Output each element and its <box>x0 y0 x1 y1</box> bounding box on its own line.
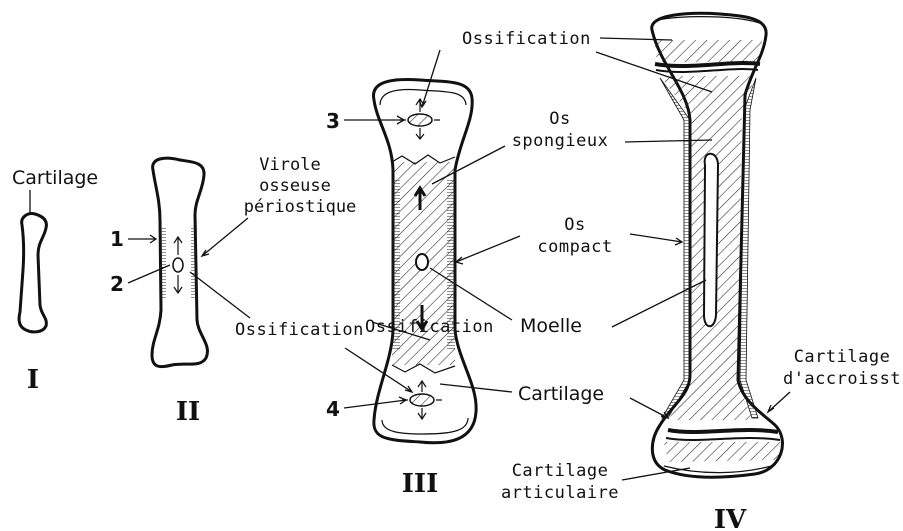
label-virole-line3: périostique <box>244 197 357 217</box>
epiphysis-top-hatching <box>654 40 762 62</box>
bone-stage-4 <box>652 13 783 477</box>
label-ossification-stage2: Ossification <box>235 320 364 340</box>
ossification-center-stage2 <box>173 258 183 272</box>
leader-os-compact-stage3 <box>456 236 520 264</box>
bone-stage-2 <box>152 158 207 367</box>
label-virole-line1: Virole <box>259 155 320 175</box>
periosteal-ring-right <box>191 228 197 298</box>
label-cartilage-accroiss-line1: Cartilage <box>794 347 891 367</box>
marrow-cavity-stage4 <box>704 154 718 327</box>
marrow-stage3 <box>416 254 428 270</box>
stage-label-3: III <box>402 469 439 499</box>
epiphysis-ossification-center-bottom <box>410 394 434 406</box>
label-cartilage-accroiss-line2: d'accroisst <box>783 369 901 389</box>
number-1: 1 <box>110 227 124 251</box>
number-4: 4 <box>326 397 340 421</box>
bone-stage-1 <box>19 214 46 332</box>
leader-cartilage-stage4 <box>630 398 668 418</box>
label-ossification-top: Ossification <box>462 29 591 49</box>
bone-stage-3 <box>373 80 476 443</box>
compact-cortex-left-stage4 <box>660 78 690 418</box>
label-cartilage-articulaire-line1: Cartilage <box>512 461 609 481</box>
epiphysis-bottom-hatching <box>664 442 782 462</box>
label-os-spongieux-line2: spongieux <box>512 131 609 151</box>
arrow-1 <box>128 235 156 243</box>
leader-os-compact-stage4 <box>630 234 682 245</box>
stage-label-2: II <box>176 397 200 427</box>
label-cartilage-stage1: Cartilage <box>12 167 98 189</box>
growth-plate-bottom <box>668 430 778 432</box>
leader-virole <box>202 218 248 256</box>
label-moelle: Moelle <box>520 315 582 337</box>
label-virole-line2: osseuse <box>259 176 331 196</box>
label-os-spongieux-line1: Os <box>549 109 570 129</box>
number-3: 3 <box>326 109 340 133</box>
stage-label-4: IV <box>714 505 747 531</box>
label-ossification-middle: Ossification <box>365 317 494 337</box>
periosteal-ring-left <box>160 228 166 298</box>
label-os-compact-line2: compact <box>537 237 612 257</box>
epiphysis-ossification-center-top <box>408 114 432 126</box>
number-2: 2 <box>110 272 124 296</box>
leader-cartilage-accroiss <box>768 392 790 412</box>
label-os-compact-line1: Os <box>564 215 585 235</box>
label-cartilage-stage3-4: Cartilage <box>518 383 604 405</box>
leader-ossification-stage2 <box>190 272 250 318</box>
label-cartilage-articulaire-line2: articulaire <box>501 483 619 503</box>
stage-label-1: I <box>27 365 39 395</box>
